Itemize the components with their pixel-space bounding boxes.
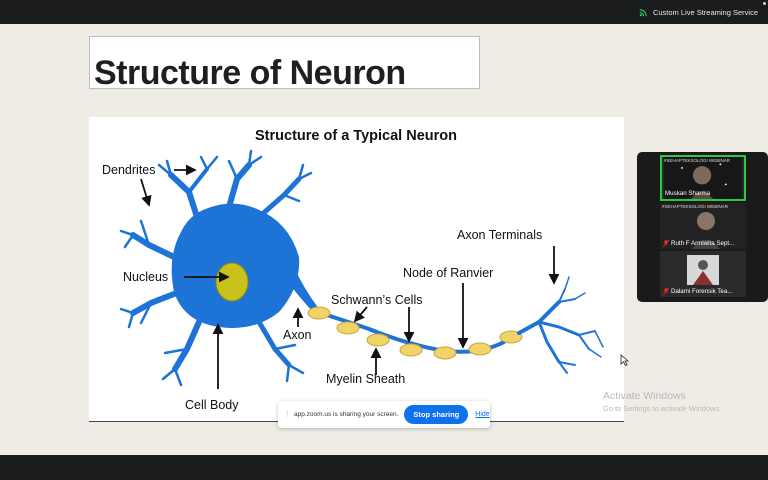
watermark-title: Activate Windows [603, 390, 686, 402]
live-stream-icon [639, 9, 647, 17]
slide-title: Structure of Neuron [94, 54, 406, 92]
label-cell-body: Cell Body [185, 398, 239, 412]
participant-name-text: Muskan Sharma [665, 190, 711, 197]
myelin-segments [307, 306, 523, 360]
nucleus-shape [215, 262, 249, 302]
top-bar: Custom Live Streaming Service [0, 0, 768, 24]
participant-video [663, 157, 743, 199]
label-dendrites: Dendrites [102, 163, 156, 177]
bottom-bar [0, 455, 768, 480]
axon-terminals-shape [517, 276, 604, 374]
status-dot [763, 2, 766, 5]
participant-video [660, 251, 746, 297]
tile-header: #SEHAPTEKSOLOGI WEBINAR [662, 204, 729, 209]
drag-handle-icon[interactable]: ⋮ [284, 411, 291, 418]
stop-sharing-button[interactable]: Stop sharing [404, 405, 469, 424]
participant-name-text: Dalami Forensik Tea... [671, 288, 733, 295]
participant-tile[interactable]: #SEHAPTEKSOLOGI WEBINAR Ruth F Armiwita … [660, 203, 746, 249]
label-axon-terminals: Axon Terminals [457, 228, 542, 242]
neuron-illustration: Structure of a Typical Neuron [102, 128, 604, 412]
mic-muted-icon [663, 288, 669, 295]
mic-muted-icon [663, 240, 669, 247]
stream-label: Custom Live Streaming Service [652, 8, 758, 17]
diagram-heading: Structure of a Typical Neuron [255, 128, 457, 144]
screen-share-bar[interactable]: ⋮ app.zoom.us is sharing your screen. St… [278, 401, 490, 428]
share-message: app.zoom.us is sharing your screen. [294, 411, 399, 418]
participant-tile[interactable]: Dalami Forensik Tea... [660, 251, 746, 297]
participants-panel: #SEHAPTEKSOLOGI WEBINAR Muskan Sharma #S… [637, 152, 768, 302]
label-axon: Axon [283, 328, 312, 342]
mouse-cursor-icon [620, 354, 629, 366]
live-stream-indicator[interactable]: Custom Live Streaming Service [639, 6, 758, 19]
hide-link[interactable]: Hide [475, 411, 490, 418]
participant-name: Ruth F Armiwita Sept... [663, 240, 734, 247]
label-myelin-sheath: Myelin Sheath [326, 372, 405, 386]
participant-name: Dalami Forensik Tea... [663, 288, 732, 295]
watermark-subtitle: Go to Settings to activate Windows. [603, 404, 722, 413]
label-node-of-ranvier: Node of Ranvier [403, 266, 493, 280]
axon-hillock-shape [284, 267, 319, 313]
participant-tile[interactable]: #SEHAPTEKSOLOGI WEBINAR Muskan Sharma [660, 155, 746, 201]
label-schwann-cells: Schwann’s Cells [331, 293, 422, 307]
participant-video [660, 203, 746, 249]
participant-name: Muskan Sharma [665, 190, 710, 197]
label-arrows [140, 164, 560, 389]
dendrites-shape [119, 149, 313, 387]
label-nucleus: Nucleus [123, 270, 168, 284]
neuron-diagram: Structure of a Typical Neuron [89, 117, 624, 421]
activate-windows-watermark: Activate Windows Go to Settings to activ… [603, 390, 721, 413]
tile-header: #SEHAPTEKSOLOGI WEBINAR [664, 158, 731, 163]
slide-title-box: Structure of Neuron [89, 36, 480, 92]
participant-name-text: Ruth F Armiwita Sept... [671, 240, 735, 247]
